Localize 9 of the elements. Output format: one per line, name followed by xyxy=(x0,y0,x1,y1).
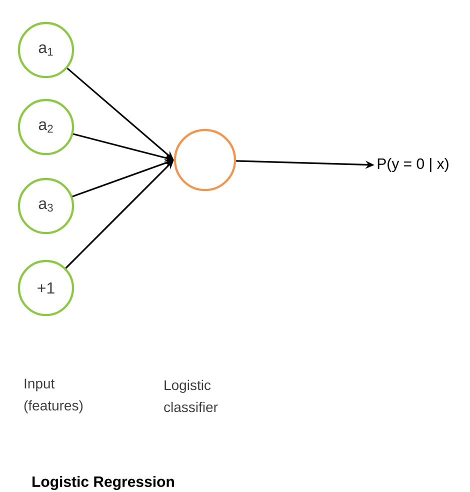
column-label: Logistic classifier xyxy=(164,380,218,412)
title: Logistic Regression xyxy=(32,476,174,490)
classifier-node xyxy=(174,128,236,192)
column-label: Input (features) xyxy=(24,378,83,414)
input-node: a$_{1}$ xyxy=(18,22,74,78)
input-node: a$_{3}$ xyxy=(18,178,74,234)
input-node: a$_{2}$ xyxy=(18,98,74,156)
output-label: P(y = 0 | x) xyxy=(378,158,448,172)
input-node: +1 xyxy=(18,260,74,316)
